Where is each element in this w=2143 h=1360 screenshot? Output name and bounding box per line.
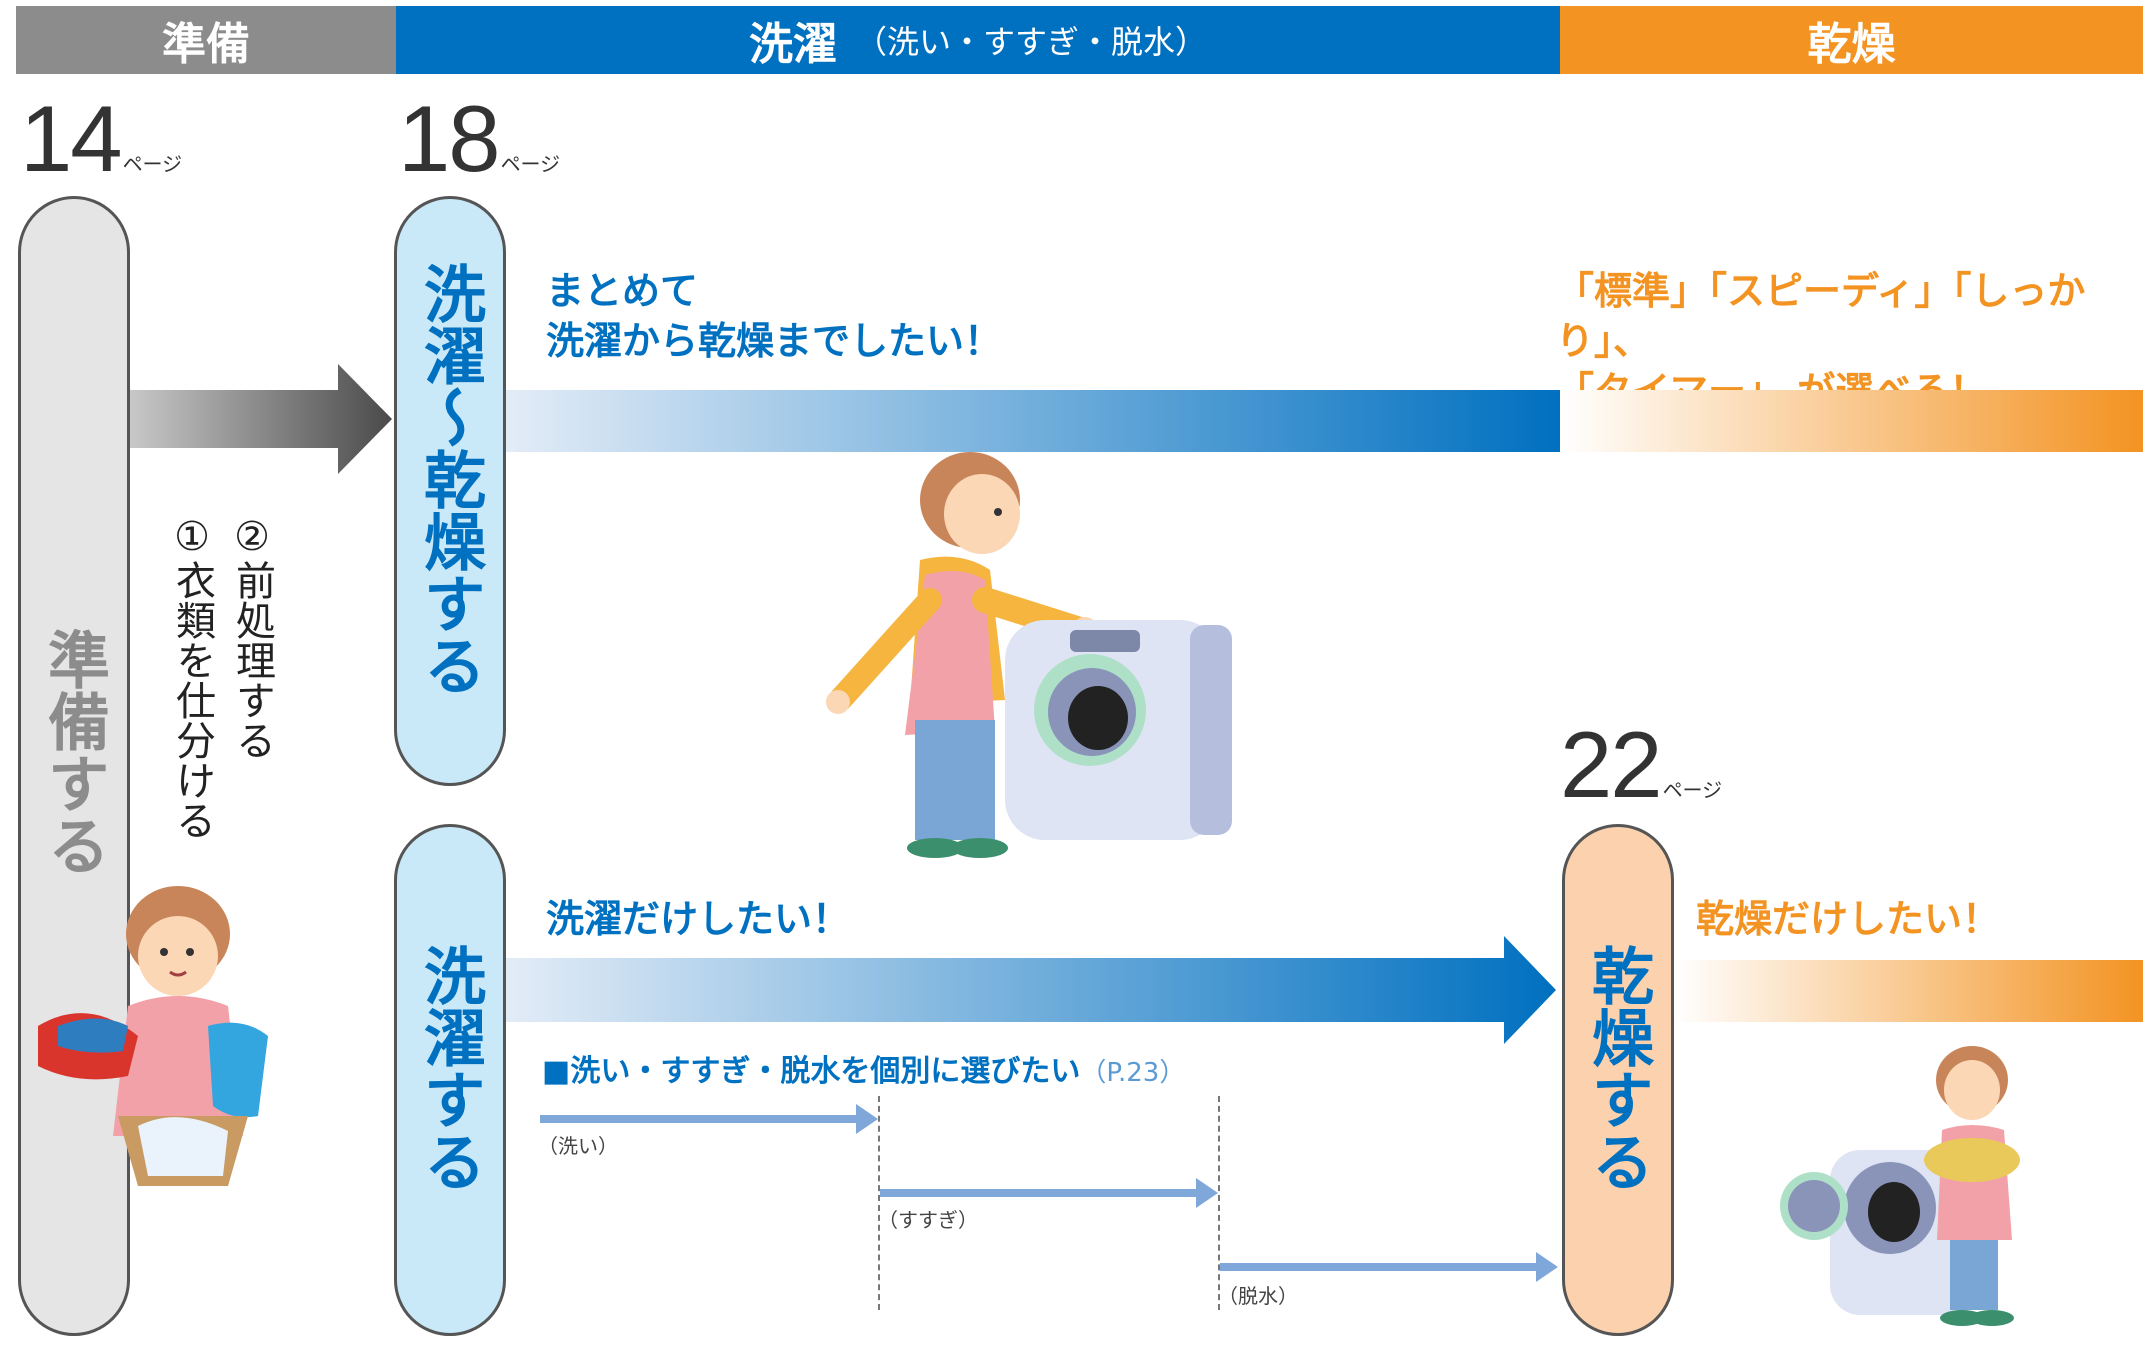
woman-sorting-laundry-illustration [38,886,268,1186]
wash-pill [394,824,506,1336]
dry-pill-label: 乾燥する [1581,944,1654,1192]
page-number-18: 18 [398,86,501,191]
wash-dry-heading-line2: 洗濯から乾燥までしたい！ [546,319,1003,363]
wash-only-heading: 洗濯だけしたい！ [546,897,851,941]
prep-to-wash-arrow [130,364,392,474]
wash-end-divider [878,1096,880,1310]
woman-with-basket-illustration [1780,1046,2020,1326]
phase-wash-label: （洗い） [538,1134,618,1158]
page-number-14: 14 [20,86,123,191]
phase-wash-arrow [540,1104,878,1134]
phase-rinse-arrow [880,1178,1218,1208]
header-wash-sublabel: （洗い・すすぎ・脱水） [854,23,1207,61]
rinse-end-divider [1218,1096,1220,1310]
wash-dry-pill-label: 洗濯～乾燥する [413,262,486,696]
dry-pill [1562,824,1674,1336]
phase-rinse-label: （すすぎ） [878,1208,978,1232]
wash-dry-heading-line1: まとめて [546,269,699,313]
dry-only-heading: 乾燥だけしたい！ [1696,897,2001,941]
wash-pill-label: 洗濯する [413,944,486,1192]
dry-only-bar [1674,960,2143,1022]
wash-dry-bar [506,390,2143,452]
prep-pill [18,196,130,1336]
woman-with-washer-illustration [826,452,1232,858]
header-dry-band: 乾燥 [1560,6,2143,74]
wash-dry-heading: まとめて 洗濯から乾燥までしたい！ [546,266,1002,366]
step1-label: ①衣類を仕分ける [169,514,215,840]
page-unit: ページ [1662,780,1723,802]
step2-label: ②前処理する [229,514,275,760]
header-prep-label: 準備 [162,19,250,70]
course-heading-line1: 「標準」「スピーディ」「しっかり」、 [1556,269,2086,363]
wash-dry-pill [394,196,506,786]
page-number-22: 22 [1560,712,1663,817]
prep-pill-label: 準備する [37,628,110,876]
header-wash-label: 洗濯 [748,19,837,70]
individual-heading: ■洗い・すすぎ・脱水を個別に選びたい（P.23） [542,1046,1185,1090]
phase-spin-arrow [1220,1252,1558,1282]
individual-heading-text: ■洗い・すすぎ・脱水を個別に選びたい [542,1054,1081,1089]
page-unit: ページ [500,154,561,176]
page-unit: ページ [122,154,183,176]
header-wash-band: 洗濯 （洗い・すすぎ・脱水） [396,6,1560,74]
header-prep-band: 準備 [16,6,396,74]
header-dry-label: 乾燥 [1807,19,1896,70]
wash-only-arrow [506,936,1556,1044]
individual-heading-ref: （P.23） [1080,1058,1186,1088]
phase-spin-label: （脱水） [1218,1284,1298,1308]
